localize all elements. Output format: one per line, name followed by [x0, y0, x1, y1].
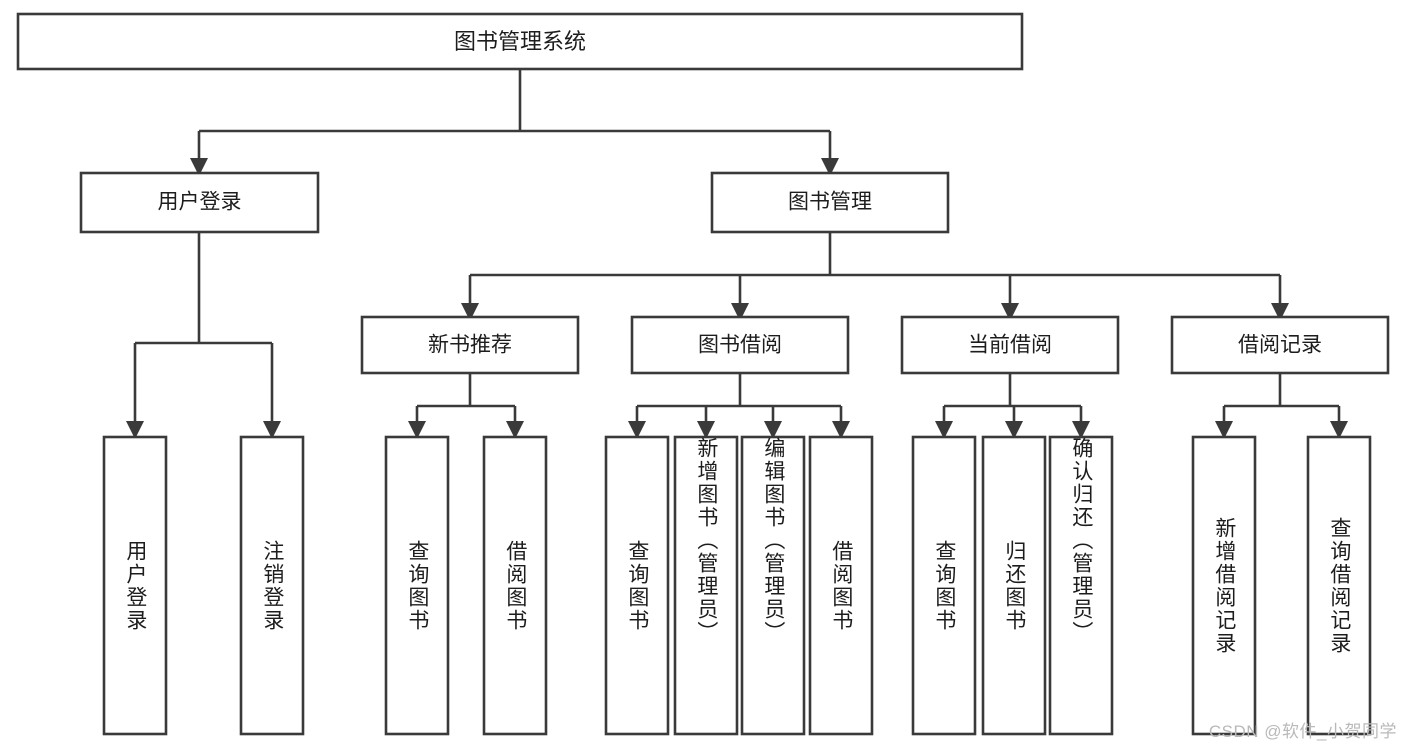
connector-bookmgmt-to-level2 — [461, 232, 1289, 321]
node-current-borrow[interactable]: 当前借阅 — [900, 315, 1120, 375]
node-book-borrow-label: 图书借阅 — [698, 334, 782, 357]
node-root[interactable]: 图书管理系统 — [16, 12, 1024, 71]
leaf-box[interactable] — [740, 435, 806, 736]
connector-recommend-to-leaves — [408, 373, 524, 439]
node-current-borrow-label: 当前借阅 — [968, 334, 1052, 357]
connector-root-to-level1 — [190, 69, 839, 176]
leaf-box[interactable] — [604, 435, 670, 736]
node-borrow-record[interactable]: 借阅记录 — [1170, 315, 1390, 375]
node-user-login-label: 用户登录 — [158, 191, 242, 214]
leaf-box[interactable] — [808, 435, 874, 736]
leaf-box[interactable] — [482, 435, 548, 736]
leaf-box[interactable] — [1191, 435, 1257, 736]
node-new-book-recommend[interactable]: 新书推荐 — [360, 315, 580, 375]
node-user-login[interactable]: 用户登录 — [79, 171, 320, 234]
leaf-box[interactable] — [981, 435, 1047, 736]
leaf-box[interactable] — [1306, 435, 1372, 736]
leaf-box[interactable] — [673, 435, 739, 736]
node-new-book-recommend-label: 新书推荐 — [428, 334, 512, 357]
leaf-box[interactable] — [384, 435, 450, 736]
connector-currentborrow-to-leaves — [935, 373, 1090, 439]
node-book-management[interactable]: 图书管理 — [710, 171, 950, 234]
node-root-label: 图书管理系统 — [454, 29, 586, 54]
connector-borrowrecord-to-leaves — [1215, 373, 1348, 439]
leaf-box[interactable] — [1048, 435, 1114, 736]
node-book-borrow[interactable]: 图书借阅 — [630, 315, 850, 375]
connector-userlogin-to-leaves — [126, 232, 281, 439]
leaf-box[interactable] — [102, 435, 168, 736]
leaf-box[interactable] — [911, 435, 977, 736]
node-borrow-record-label: 借阅记录 — [1238, 334, 1322, 357]
leaf-box[interactable] — [239, 435, 305, 736]
watermark-text: CSDN @软件_小贺同学 — [1208, 722, 1397, 741]
connector-bookborrow-to-leaves — [628, 373, 850, 439]
node-book-management-label: 图书管理 — [788, 191, 872, 214]
leaf-boxes — [102, 435, 1372, 736]
